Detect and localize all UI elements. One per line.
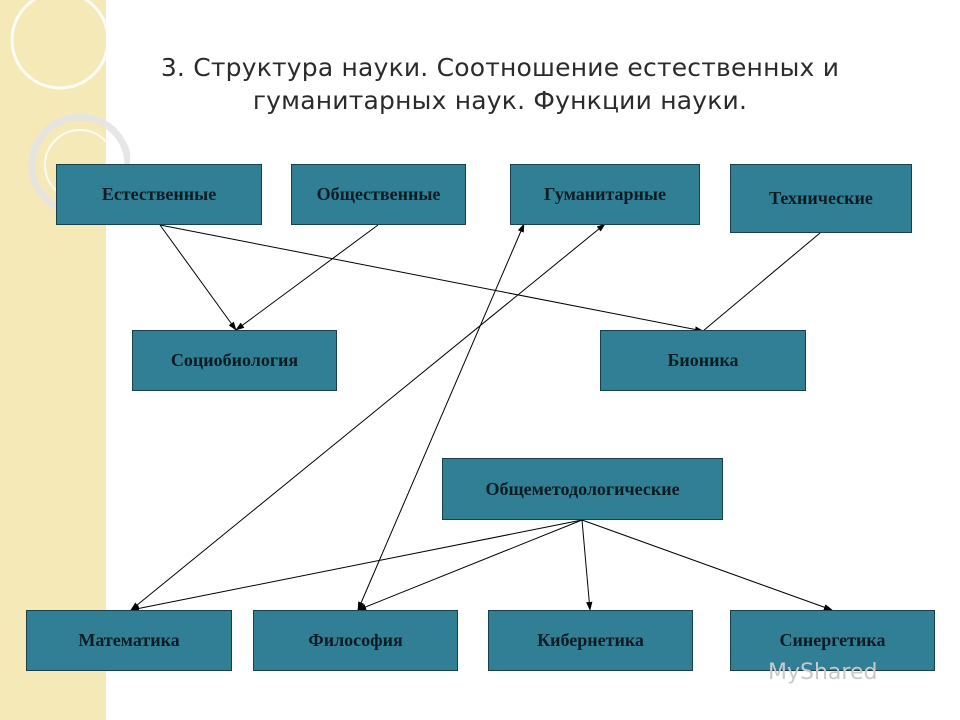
- node-mathematics: Математика: [26, 610, 232, 671]
- node-technical-sciences: Технические: [730, 164, 912, 233]
- edge-natural-sociobiology: [159, 224, 237, 331]
- slide-title: 3. Структура науки. Соотношение естестве…: [130, 52, 870, 117]
- node-cybernetics: Кибернетика: [488, 610, 693, 671]
- node-philosophy: Философия: [253, 610, 458, 671]
- node-general-methodological: Общеметодологические: [442, 458, 723, 520]
- edge-social-sociobiology: [235, 224, 379, 331]
- edge-method-mathematics: [130, 519, 583, 612]
- edge-method-philosophy: [357, 519, 583, 611]
- watermark: MyShared: [768, 660, 878, 685]
- edge-natural-bionics: [159, 224, 704, 333]
- node-bionics: Бионика: [600, 330, 806, 391]
- title-line-1: 3. Структура науки. Соотношение естестве…: [160, 53, 840, 82]
- title-line-2: гуманитарных наук. Функции науки.: [252, 85, 748, 115]
- edge-method-synergetics: [581, 519, 833, 611]
- edge-humanities-mathematics: [130, 223, 606, 611]
- node-humanities: Гуманитарные: [510, 164, 700, 225]
- node-sociobiology: Социобиология: [132, 330, 337, 391]
- node-social-sciences: Общественные: [291, 164, 466, 225]
- node-synergetics: Синергетика: [730, 610, 935, 671]
- node-natural-sciences: Естественные: [56, 164, 262, 225]
- edge-technical-bionics: [702, 232, 821, 332]
- edge-philosophy-humanities: [357, 223, 525, 611]
- edge-method-cybernetics: [581, 519, 593, 611]
